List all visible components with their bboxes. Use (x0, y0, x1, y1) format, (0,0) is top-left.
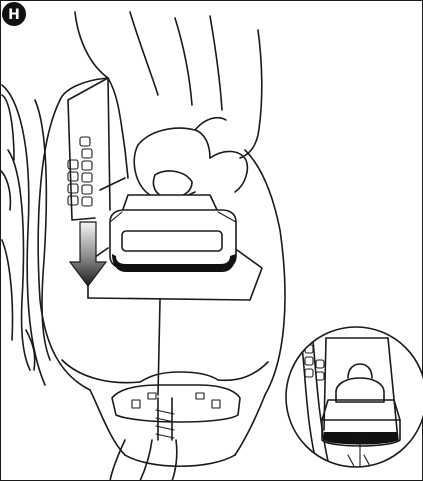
connector-slot (211, 399, 221, 409)
vent-slot (67, 195, 79, 206)
step-badge: H (2, 2, 26, 26)
connector-slot (147, 392, 157, 400)
side-vent-panel (67, 77, 111, 221)
vent-slot (81, 172, 93, 183)
push-down-arrow (68, 221, 108, 287)
vent-slot (81, 148, 93, 159)
step-letter: H (8, 7, 20, 23)
detail-inset (285, 326, 423, 468)
vent-slot (67, 171, 79, 182)
vent-slot (67, 183, 79, 194)
connector-slot (131, 399, 141, 409)
cable-connector (109, 384, 241, 481)
hand (74, 11, 263, 201)
vent-slot (81, 160, 93, 171)
vent-slot (81, 196, 93, 207)
vent-slot (79, 136, 91, 147)
cord-coil (0, 84, 51, 386)
housing-body (37, 77, 286, 467)
connector-slot (195, 392, 205, 400)
filter-cartridge (109, 194, 237, 272)
vent-slot (67, 159, 79, 170)
vent-slot (81, 184, 93, 195)
